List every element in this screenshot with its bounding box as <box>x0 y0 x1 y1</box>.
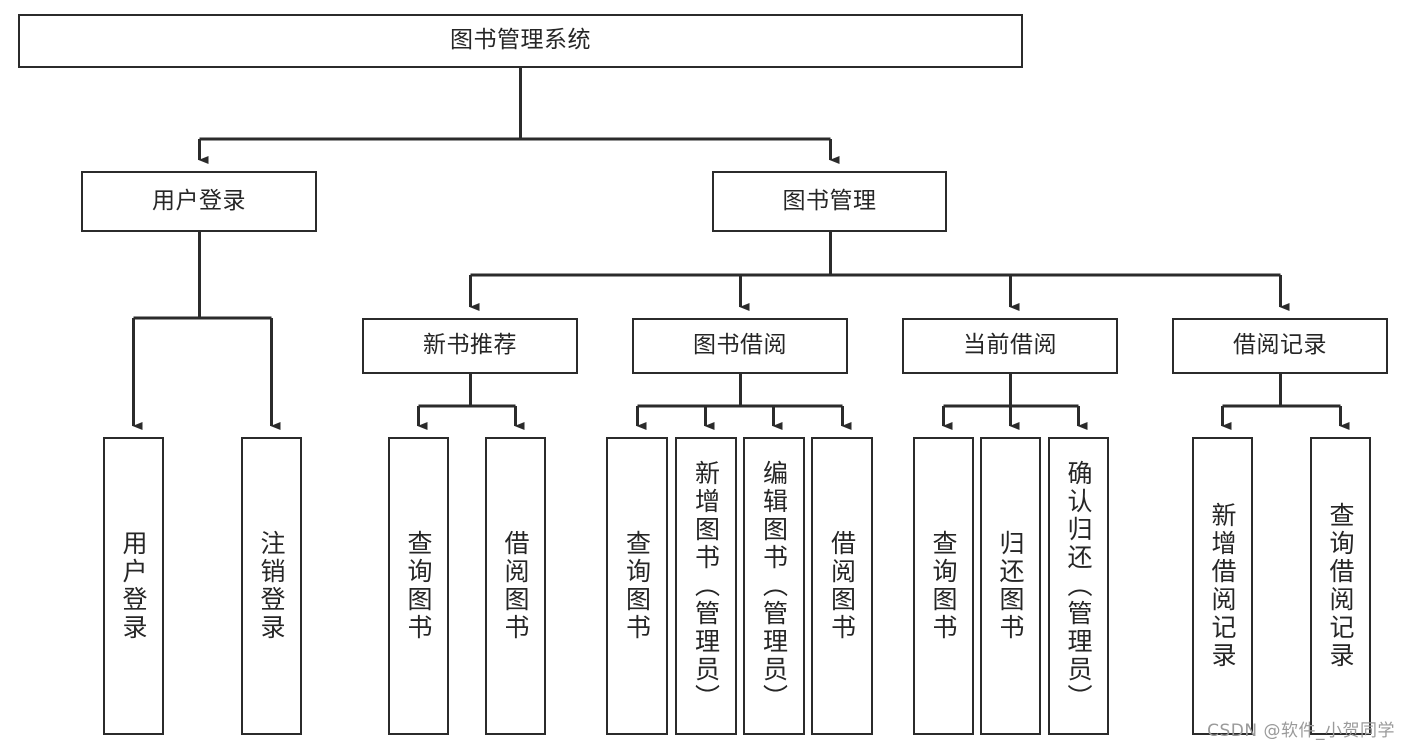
node-new-book-recommend-label: 新书推荐 <box>423 332 517 359</box>
node-leaf-query-book-newbook[interactable]: 查询图书 <box>388 437 449 735</box>
node-leaf-query-borrow-record[interactable]: 查询借阅记录 <box>1310 437 1371 735</box>
node-user-login-label: 用户登录 <box>152 187 246 214</box>
node-leaf-label: 注销登录 <box>257 530 286 642</box>
node-book-management[interactable]: 图书管理 <box>712 171 947 232</box>
node-leaf-query-book-current[interactable]: 查询图书 <box>913 437 974 735</box>
node-leaf-label: 确认归还（管理员） <box>1064 460 1093 712</box>
node-borrow-records[interactable]: 借阅记录 <box>1172 318 1388 374</box>
node-leaf-label: 查询图书 <box>622 530 652 642</box>
node-book-borrow[interactable]: 图书借阅 <box>632 318 848 374</box>
node-user-login[interactable]: 用户登录 <box>81 171 317 232</box>
node-book-management-label: 图书管理 <box>782 187 877 214</box>
node-leaf-label: 用户登录 <box>119 530 148 642</box>
node-leaf-edit-book-admin[interactable]: 编辑图书（管理员） <box>743 437 805 735</box>
node-leaf-return-book[interactable]: 归还图书 <box>980 437 1041 735</box>
node-current-borrow-label: 当前借阅 <box>963 332 1057 359</box>
node-leaf-label: 借阅图书 <box>827 530 857 642</box>
node-leaf-confirm-return-admin[interactable]: 确认归还（管理员） <box>1048 437 1109 735</box>
node-leaf-user-login[interactable]: 用户登录 <box>103 437 164 735</box>
node-leaf-logout[interactable]: 注销登录 <box>241 437 302 735</box>
node-current-borrow[interactable]: 当前借阅 <box>902 318 1118 374</box>
node-borrow-records-label: 借阅记录 <box>1233 332 1327 359</box>
node-leaf-label: 新增借阅记录 <box>1208 502 1237 670</box>
node-leaf-add-borrow-record[interactable]: 新增借阅记录 <box>1192 437 1253 735</box>
node-leaf-label: 查询图书 <box>404 530 433 642</box>
node-leaf-label: 借阅图书 <box>501 530 530 642</box>
node-leaf-label: 归还图书 <box>996 530 1025 642</box>
node-root-label: 图书管理系统 <box>450 27 591 54</box>
node-leaf-borrow-book-newbook[interactable]: 借阅图书 <box>485 437 546 735</box>
node-book-borrow-label: 图书借阅 <box>693 332 787 359</box>
node-root-system[interactable]: 图书管理系统 <box>18 14 1023 68</box>
node-leaf-label: 查询借阅记录 <box>1326 502 1355 670</box>
node-leaf-borrow-book[interactable]: 借阅图书 <box>811 437 873 735</box>
watermark-text: CSDN @软件_小贺同学 <box>1207 721 1395 741</box>
node-leaf-label: 编辑图书（管理员） <box>759 460 789 712</box>
node-leaf-label: 新增图书（管理员） <box>691 460 721 712</box>
node-new-book-recommend[interactable]: 新书推荐 <box>362 318 578 374</box>
node-leaf-query-book-borrow[interactable]: 查询图书 <box>606 437 668 735</box>
node-leaf-add-book-admin[interactable]: 新增图书（管理员） <box>675 437 737 735</box>
node-leaf-label: 查询图书 <box>929 530 958 642</box>
